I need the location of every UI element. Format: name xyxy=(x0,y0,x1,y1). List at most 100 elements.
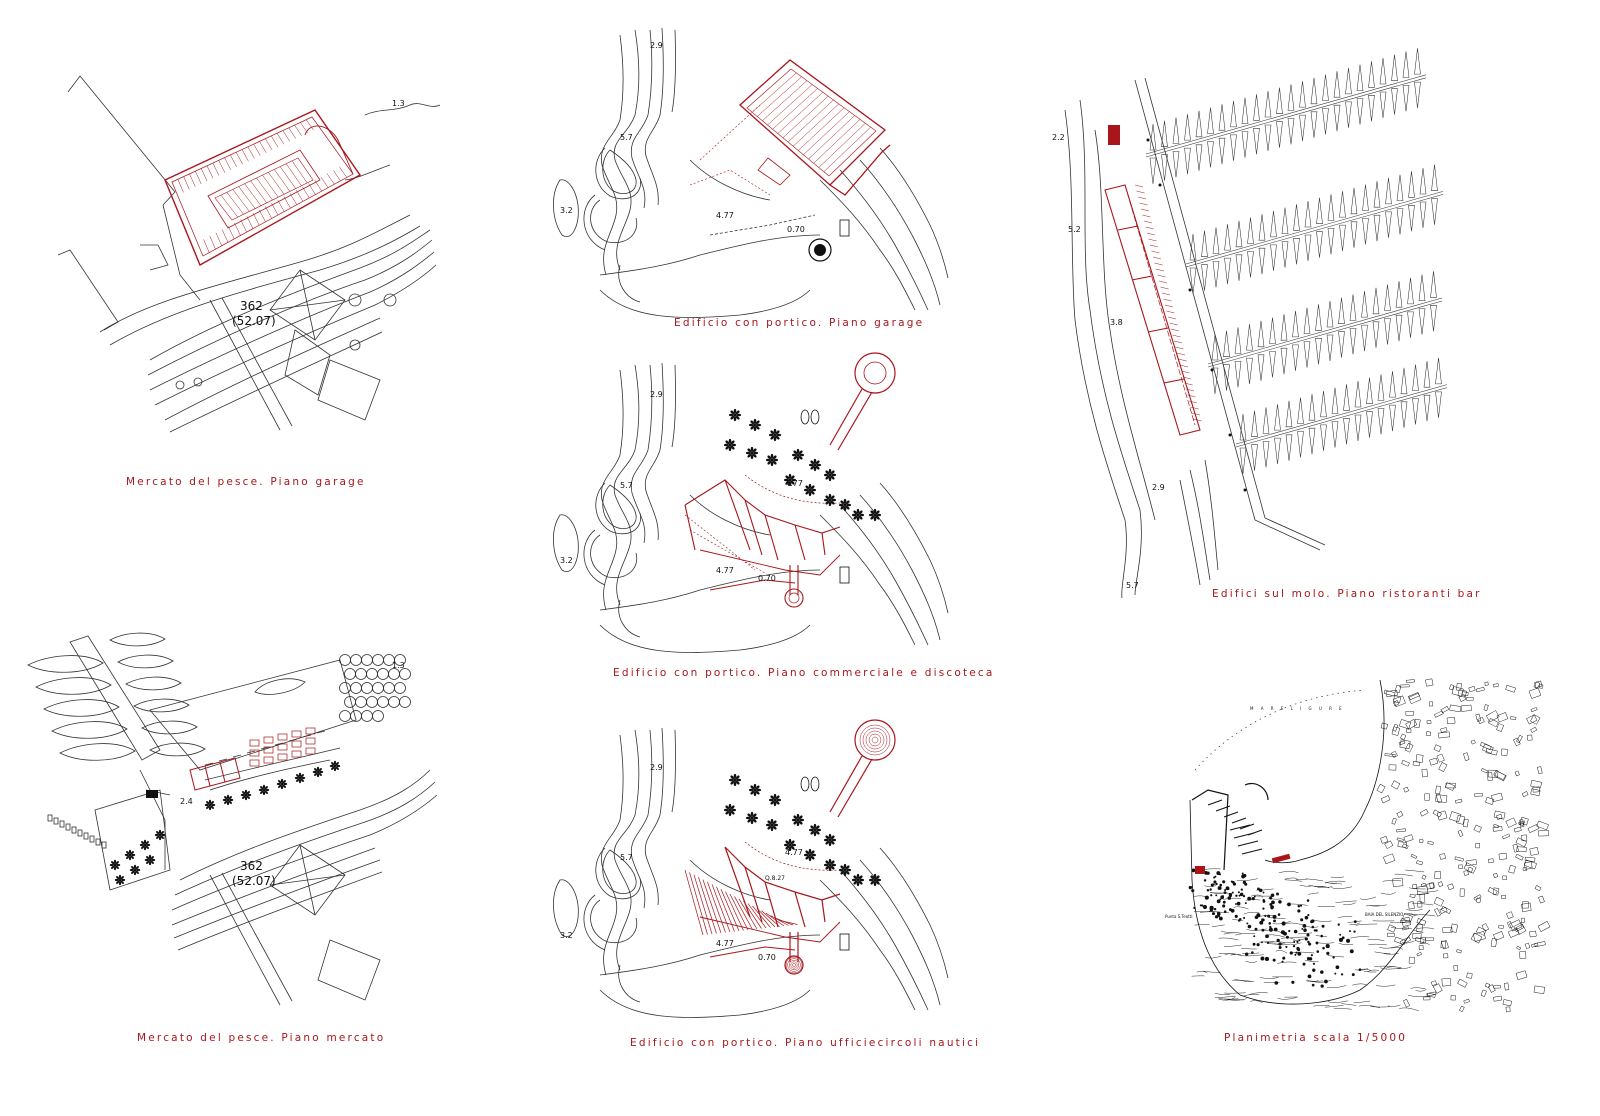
tree-leaf xyxy=(785,480,790,485)
parking-stall-line xyxy=(220,194,238,218)
city-block xyxy=(1380,722,1389,730)
tree-leaf xyxy=(128,849,132,854)
boat-icon xyxy=(1361,324,1368,352)
contour-line xyxy=(600,734,624,976)
city-block xyxy=(1392,700,1400,707)
boat-icon xyxy=(1362,184,1369,211)
city-block xyxy=(1518,820,1526,825)
boat-icon xyxy=(1280,314,1288,341)
terrain-dot xyxy=(1242,894,1246,898)
tree-icon xyxy=(788,843,792,847)
tree-leaf xyxy=(772,455,777,460)
terrain-dot xyxy=(1341,936,1345,940)
boat-icon xyxy=(1184,114,1191,141)
terrain-contour xyxy=(1214,993,1230,995)
contour-line xyxy=(630,29,653,209)
tree-leaf xyxy=(810,460,815,465)
terrain-dot xyxy=(1253,895,1256,898)
boat-icon xyxy=(27,655,104,673)
terrain-dot xyxy=(1269,925,1272,929)
rock xyxy=(372,654,384,666)
terrain-dot xyxy=(1223,891,1227,894)
office-hatch-line xyxy=(711,884,731,933)
dock-line xyxy=(1207,300,1443,368)
terrace-hatch-line xyxy=(1164,304,1174,308)
tree-leaf xyxy=(828,833,832,839)
tree-leaf xyxy=(843,506,847,512)
tree-leaf xyxy=(752,453,757,458)
terrain-dot xyxy=(1234,914,1238,918)
terrace-hatch-line xyxy=(1137,196,1147,200)
tree-leaf xyxy=(825,495,830,500)
city-block xyxy=(1463,752,1470,761)
terrain-dot xyxy=(1281,921,1286,926)
terrain-dot xyxy=(1325,944,1330,949)
tree-leaf xyxy=(828,476,832,482)
boat-icon xyxy=(1235,254,1243,281)
terrace-hatch-line xyxy=(1136,190,1145,194)
boat-icon xyxy=(1430,271,1437,298)
tree-leaf xyxy=(280,785,284,790)
contour-line xyxy=(602,484,637,529)
city-block xyxy=(1492,683,1499,688)
tree-leaf xyxy=(115,861,119,865)
parking-stall-line xyxy=(247,146,255,159)
terrace-hatch-line xyxy=(1182,376,1192,380)
boat-icon xyxy=(1172,117,1180,144)
terrain-dot xyxy=(1304,915,1309,920)
boat-icon xyxy=(1287,84,1295,111)
rock xyxy=(361,710,373,722)
parking-stall-line xyxy=(816,95,829,107)
contour-line xyxy=(602,149,637,194)
terrain-dot xyxy=(1332,956,1335,959)
boat-icon xyxy=(109,632,166,647)
parking-stall-line xyxy=(277,199,285,212)
tree-leaf xyxy=(333,760,337,765)
elevation-label: 4.77 xyxy=(716,566,734,575)
tree-leaf xyxy=(160,835,164,839)
tree-leaf xyxy=(828,841,832,847)
contour-line xyxy=(618,964,641,1003)
terrain-contour xyxy=(1359,896,1377,900)
tree-leaf xyxy=(336,764,341,768)
boat-icon xyxy=(1320,424,1327,451)
boat-icon xyxy=(1239,413,1247,441)
terrace-hatch-line xyxy=(1181,370,1190,374)
boat-icon xyxy=(1293,238,1300,265)
office-hatch-line xyxy=(693,874,713,935)
tree-leaf xyxy=(799,453,805,457)
parking-stall-line xyxy=(215,232,222,246)
tree-leaf xyxy=(224,800,228,804)
tree-leaf xyxy=(790,845,795,850)
terrain-dot xyxy=(1215,894,1218,897)
pier-bollard xyxy=(302,734,312,738)
rock xyxy=(361,682,373,694)
boat-icon xyxy=(1372,287,1380,315)
parking-stall-line xyxy=(195,171,202,185)
terrain-dot xyxy=(1272,958,1276,962)
terrain-contour xyxy=(1382,880,1402,882)
plan-portico-commercial: 2.9 5.7 3.2 4.77 4.77 0.70 xyxy=(553,352,949,653)
parking-stall-line xyxy=(282,130,291,142)
tree-leaf xyxy=(838,868,844,872)
tree-leaf xyxy=(875,880,880,885)
parking-aisle-line xyxy=(830,134,854,157)
boat-icon xyxy=(83,832,89,840)
tree-leaf xyxy=(853,510,858,515)
tree-leaf xyxy=(790,480,795,485)
parking-stall-line xyxy=(268,172,285,195)
market-stall xyxy=(291,730,302,738)
boat-icon xyxy=(1354,414,1362,442)
city-block xyxy=(1449,704,1462,713)
tree-icon xyxy=(873,878,877,882)
boat-icon xyxy=(1293,204,1300,231)
tree-leaf xyxy=(808,491,812,497)
marina-dock xyxy=(1229,824,1251,831)
boat-icon xyxy=(1327,194,1335,221)
terrain-contour xyxy=(1215,995,1236,998)
terrain-dot xyxy=(1257,887,1260,891)
tree-icon xyxy=(733,413,737,417)
terrain-contour xyxy=(1409,887,1426,890)
parking-aisle-line xyxy=(778,94,802,116)
boat-icon xyxy=(1189,233,1197,261)
